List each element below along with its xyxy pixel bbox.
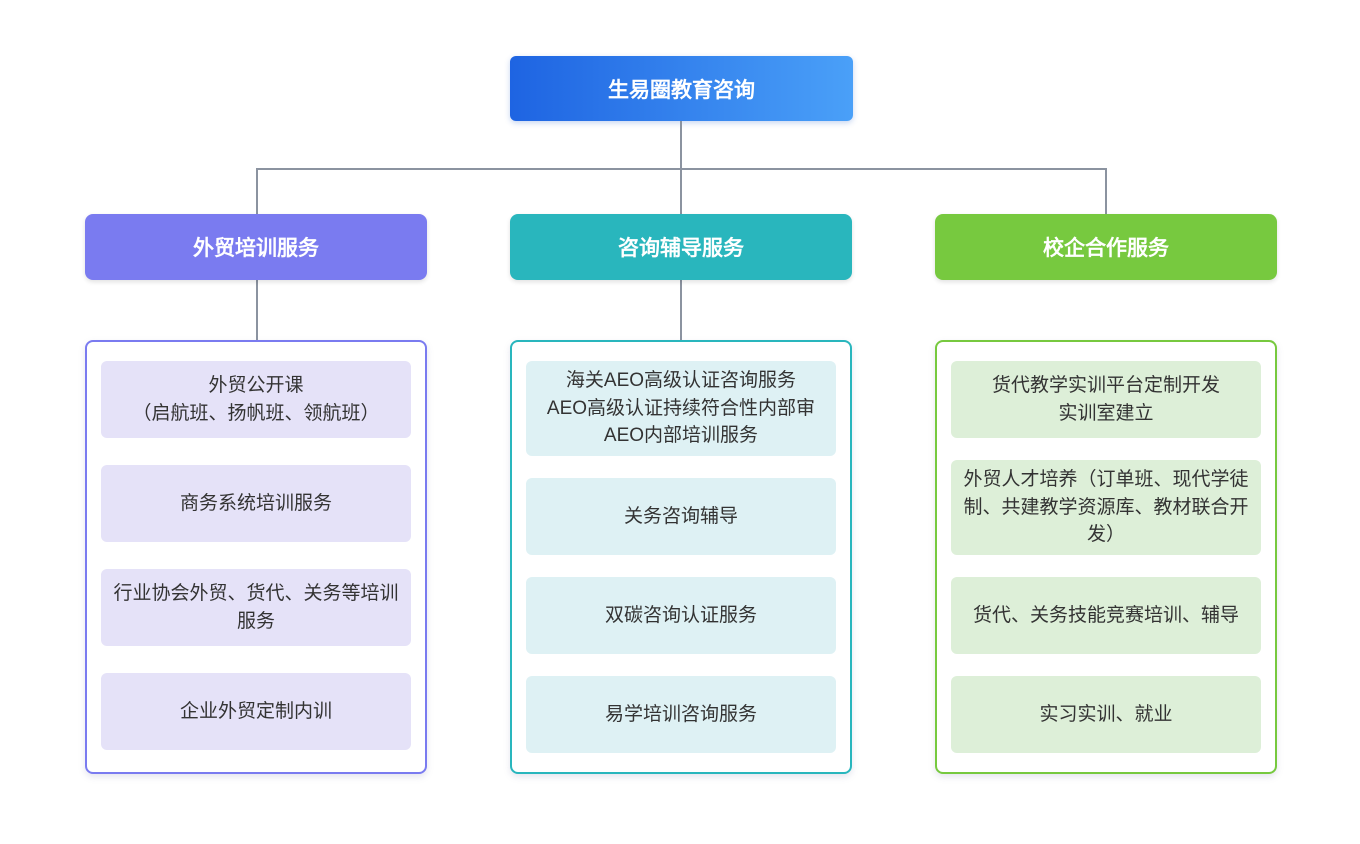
list-item: 外贸公开课 （启航班、扬帆班、领航班） [101, 361, 411, 438]
list-item: 外贸人才培养（订单班、现代学徒制、共建教学资源库、教材联合开发） [951, 460, 1261, 555]
header-consulting-coaching: 咨询辅导服务 [510, 214, 852, 280]
list-item: 货代、关务技能竞赛培训、辅导 [951, 577, 1261, 654]
list-item: 海关AEO高级认证咨询服务 AEO高级认证持续符合性内部审 AEO内部培训服务 [526, 361, 836, 456]
group-foreign-trade-training: 外贸公开课 （启航班、扬帆班、领航班） 商务系统培训服务 行业协会外贸、货代、关… [85, 340, 427, 774]
connector-header-group-col2 [680, 280, 682, 340]
root-node: 生易圈教育咨询 [510, 56, 853, 121]
list-item: 易学培训咨询服务 [526, 676, 836, 753]
connector-drop-col1 [256, 168, 258, 214]
list-item: 双碳咨询认证服务 [526, 577, 836, 654]
group-consulting-coaching: 海关AEO高级认证咨询服务 AEO高级认证持续符合性内部审 AEO内部培训服务 … [510, 340, 852, 774]
header-foreign-trade-training: 外贸培训服务 [85, 214, 427, 280]
connector-header-group-col1 [256, 280, 258, 340]
list-item: 企业外贸定制内训 [101, 673, 411, 750]
connector-drop-col3 [1105, 168, 1107, 214]
list-item: 行业协会外贸、货代、关务等培训服务 [101, 569, 411, 646]
group-school-enterprise-cooperation: 货代教学实训平台定制开发 实训室建立 外贸人才培养（订单班、现代学徒制、共建教学… [935, 340, 1277, 774]
connector-drop-col2 [680, 168, 682, 214]
list-item: 商务系统培训服务 [101, 465, 411, 542]
connector-root-vertical [680, 121, 682, 169]
list-item: 货代教学实训平台定制开发 实训室建立 [951, 361, 1261, 438]
list-item: 实习实训、就业 [951, 676, 1261, 753]
list-item: 关务咨询辅导 [526, 478, 836, 555]
header-school-enterprise-cooperation: 校企合作服务 [935, 214, 1277, 280]
